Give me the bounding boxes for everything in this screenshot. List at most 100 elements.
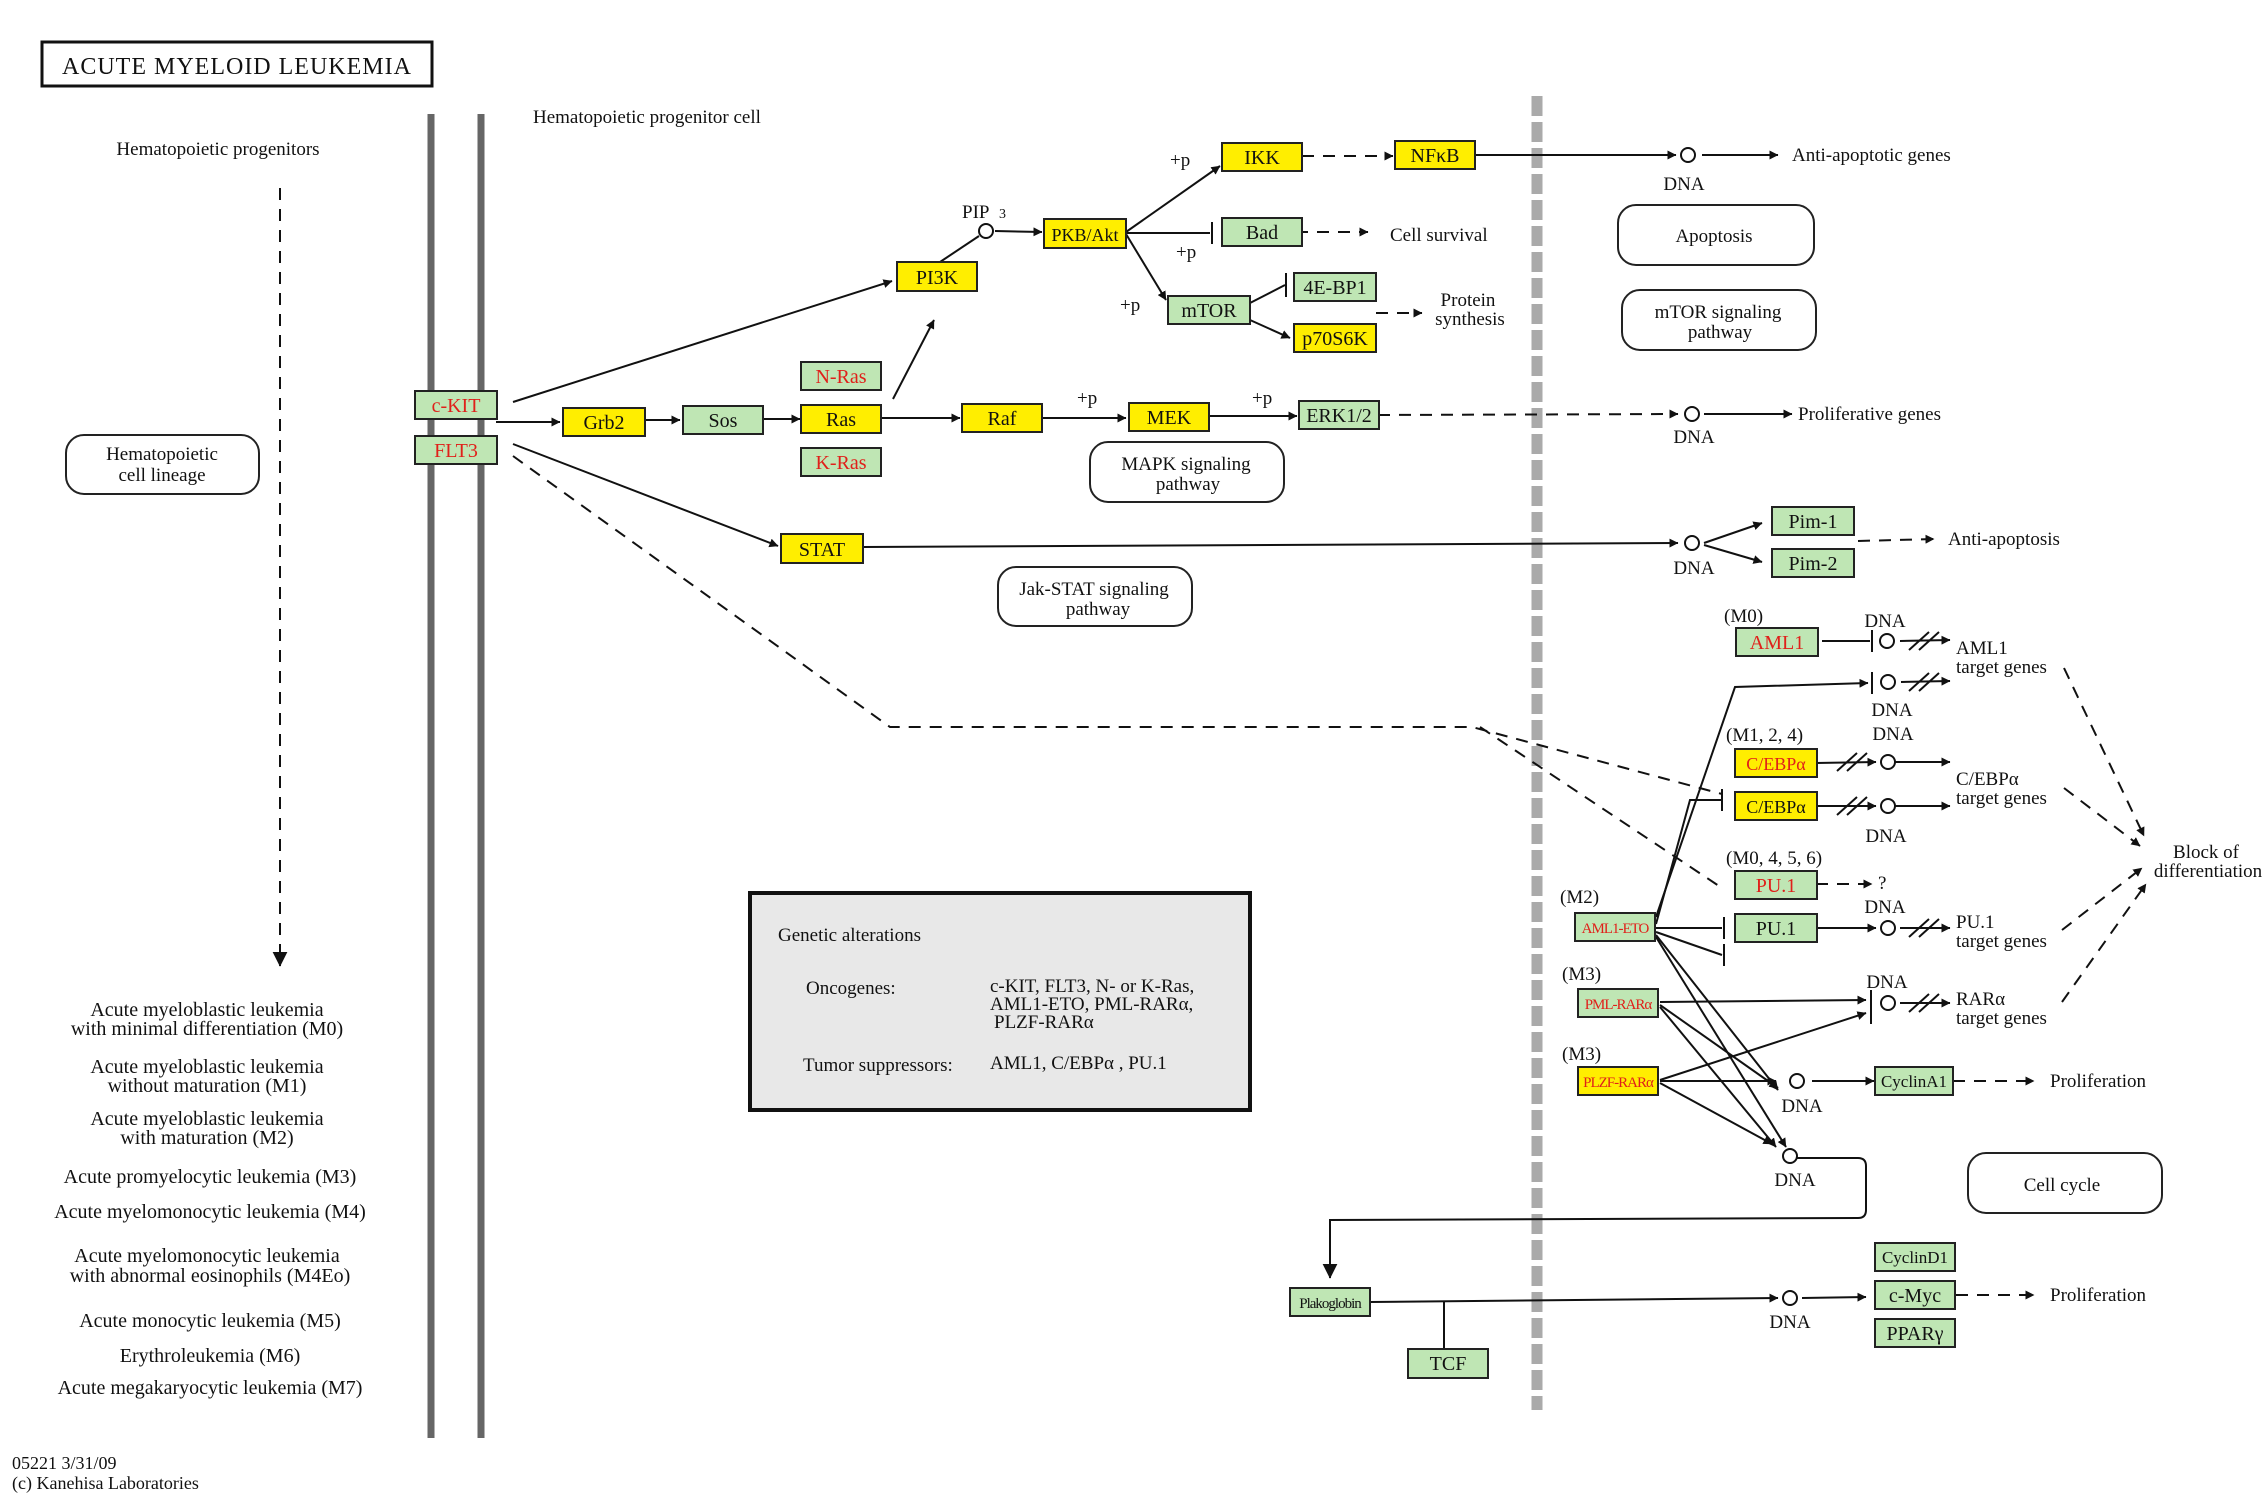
mtor-link-line2: pathway (1688, 322, 1753, 343)
dna-labels: DNA DNA DNA DNA DNA DNA DNA DNA DNA DNA … (1663, 174, 1913, 1333)
gene-nfkb[interactable]: NFκB (1394, 140, 1476, 170)
legend-oncogenes-line3: PLZF-RARα (994, 1012, 1094, 1033)
pu1-subtype: (M0, 4, 5, 6) (1726, 848, 1822, 869)
dna-nodes (978, 147, 1896, 1306)
bad-phospho: +p (1176, 242, 1196, 263)
gene-pim2[interactable]: Pim-2 (1771, 548, 1855, 578)
gene-p70s6k[interactable]: p70S6K (1293, 323, 1377, 353)
gene-grb2[interactable]: Grb2 (562, 407, 646, 437)
svg-text:p70S6K: p70S6K (1302, 328, 1368, 350)
mapk-signaling-link[interactable]: MAPK signaling pathway (1089, 441, 1285, 503)
map-title: ACUTE MYELOID LEUKEMIA (40, 40, 434, 88)
svg-text:DNA: DNA (1774, 1170, 1815, 1191)
mtor-link-line1: mTOR signaling (1655, 302, 1782, 323)
gene-ras[interactable]: Ras (800, 404, 882, 434)
svg-text:DNA: DNA (1871, 700, 1912, 721)
gene-ckit[interactable]: c-KIT (414, 390, 498, 420)
gene-tcf[interactable]: TCF (1407, 1348, 1489, 1379)
plzfrara-subtype: (M3) (1562, 1044, 1601, 1065)
svg-text:PU.1: PU.1 (1756, 875, 1797, 897)
gene-pu1-b[interactable]: PU.1 (1734, 913, 1818, 943)
svg-text:DNA: DNA (1872, 724, 1913, 745)
pu1-targets-line1: PU.1 (1956, 912, 1995, 933)
subtype-m7: Acute megakaryocytic leukemia (M7) (58, 1377, 363, 1399)
proliferation-2: Proliferation (2050, 1285, 2147, 1306)
gene-mek[interactable]: MEK (1128, 402, 1210, 432)
pip3-label: PIP (962, 202, 989, 223)
svg-text:CyclinD1: CyclinD1 (1882, 1248, 1948, 1267)
aml1eto-subtype: (M2) (1560, 887, 1599, 908)
svg-text:C/EBPα: C/EBPα (1746, 797, 1806, 817)
gene-aml1-eto[interactable]: AML1-ETO (1574, 912, 1656, 942)
cell-cycle-link[interactable]: Cell cycle (1967, 1152, 2163, 1214)
svg-text:DNA: DNA (1865, 826, 1906, 847)
rara-targets-line2: target genes (1956, 1008, 2047, 1029)
block-diff-line2: differentiation (2154, 861, 2263, 882)
gene-ppary[interactable]: PPARγ (1874, 1318, 1956, 1348)
svg-text:c-KIT: c-KIT (432, 395, 481, 417)
gene-cyclina1[interactable]: CyclinA1 (1874, 1066, 1954, 1096)
legend-oncogenes-line1: c-KIT, FLT3, N- or K-Ras, (990, 976, 1194, 997)
block-diff-line1: Block of (2173, 842, 2240, 863)
mtor-signaling-link[interactable]: mTOR signaling pathway (1621, 289, 1817, 351)
subtype-m2-line2: with maturation (M2) (120, 1127, 293, 1149)
gene-bad[interactable]: Bad (1221, 217, 1303, 247)
gene-pkb[interactable]: PKB/Akt (1043, 218, 1127, 249)
svg-text:AML1: AML1 (1750, 632, 1804, 654)
cell-survival: Cell survival (1390, 225, 1488, 246)
subtype-m4: Acute myelomonocytic leukemia (M4) (54, 1201, 366, 1223)
svg-text:Ras: Ras (826, 409, 856, 431)
gene-cmyc[interactable]: c-Myc (1874, 1280, 1956, 1310)
footer-copyright: (c) Kanehisa Laboratories (12, 1473, 199, 1494)
hematopoietic-lineage-link[interactable]: Hematopoietic cell lineage (65, 434, 260, 495)
mapk-link-line1: MAPK signaling (1121, 454, 1251, 475)
jakstat-link-line2: pathway (1066, 599, 1131, 620)
gene-aml1[interactable]: AML1 (1735, 627, 1819, 657)
proliferation-1: Proliferation (2050, 1071, 2147, 1092)
svg-text:CyclinA1: CyclinA1 (1881, 1072, 1947, 1091)
rara-targets-line1: RARα (1956, 989, 2005, 1010)
progenitor-cell-label: Hematopoietic progenitor cell (533, 107, 761, 128)
gene-kras[interactable]: K-Ras (800, 447, 882, 477)
gene-mtor[interactable]: mTOR (1167, 295, 1251, 325)
svg-text:FLT3: FLT3 (434, 440, 478, 462)
svg-text:Pim-1: Pim-1 (1789, 511, 1838, 533)
cebpa-targets-line1: C/EBPα (1956, 769, 2019, 790)
svg-text:C/EBPα: C/EBPα (1746, 754, 1806, 774)
gene-plakoglobin[interactable]: Plakoglobin (1289, 1287, 1371, 1317)
aml1-subtype: (M0) (1724, 606, 1763, 627)
gene-sos[interactable]: Sos (682, 405, 764, 435)
map-title-text: ACUTE MYELOID LEUKEMIA (62, 54, 412, 80)
jakstat-link-line1: Jak-STAT signaling (1019, 579, 1169, 600)
gene-pml-rara[interactable]: PML-RARα (1577, 988, 1659, 1018)
gene-stat[interactable]: STAT (780, 533, 864, 564)
gene-pu1-a[interactable]: PU.1 (1734, 870, 1818, 900)
gene-pi3k[interactable]: PI3K (896, 261, 978, 292)
apoptosis-label: Apoptosis (1675, 226, 1752, 247)
ikk-phospho: +p (1170, 150, 1190, 171)
subtype-m1-line2: without maturation (M1) (108, 1075, 307, 1097)
gene-cyclind1[interactable]: CyclinD1 (1874, 1242, 1956, 1272)
gene-raf[interactable]: Raf (961, 403, 1043, 433)
subtype-list: Acute myeloblastic leukemia with minimal… (54, 999, 366, 1399)
svg-text:Sos: Sos (709, 410, 738, 432)
gene-cebpa-2[interactable]: C/EBPα (1734, 791, 1818, 821)
gene-erk[interactable]: ERK1/2 (1298, 400, 1380, 430)
gene-ikk[interactable]: IKK (1221, 142, 1303, 172)
pip3-subscript: 3 (999, 207, 1006, 222)
apoptosis-link[interactable]: Apoptosis (1617, 204, 1815, 266)
gene-plzf-rara[interactable]: PLZF-RARα (1577, 1066, 1659, 1096)
gene-flt3[interactable]: FLT3 (414, 435, 498, 465)
subtype-m3: Acute promyelocytic leukemia (M3) (64, 1166, 357, 1188)
gene-cebpa-1[interactable]: C/EBPα (1734, 748, 1818, 778)
gene-pim1[interactable]: Pim-1 (1771, 506, 1855, 536)
hematopoietic-lineage-line1: Hematopoietic (106, 444, 218, 465)
subtype-m2-line1: Acute myeloblastic leukemia (90, 1108, 323, 1130)
svg-text:DNA: DNA (1769, 1312, 1810, 1333)
subtype-m5: Acute monocytic leukemia (M5) (79, 1310, 341, 1332)
legend-suppressors-label: Tumor suppressors: (803, 1055, 953, 1076)
gene-nras[interactable]: N-Ras (800, 361, 882, 391)
jak-stat-signaling-link[interactable]: Jak-STAT signaling pathway (997, 566, 1193, 627)
gene-4ebp1[interactable]: 4E-BP1 (1293, 272, 1377, 302)
